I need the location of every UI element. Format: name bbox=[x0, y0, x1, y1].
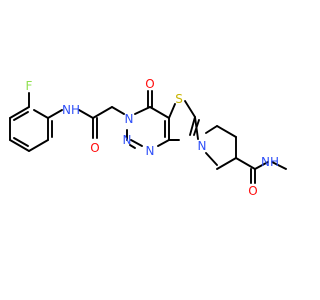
bond bbox=[9, 106, 30, 119]
bond bbox=[157, 139, 170, 147]
fluorine-atom-label: F bbox=[26, 79, 33, 93]
bond bbox=[235, 157, 256, 170]
bond bbox=[149, 106, 170, 119]
ring-n-lower-right-label: N bbox=[146, 144, 155, 158]
bond bbox=[184, 100, 196, 118]
pyrimidinone-oxygen-label: O bbox=[145, 77, 154, 91]
ring-n-lower-left-label: N bbox=[123, 133, 132, 147]
carboxamide-nh-label: NH bbox=[261, 155, 279, 169]
thiazole-sulfur-label: S bbox=[175, 92, 183, 106]
bond bbox=[216, 125, 237, 138]
bond bbox=[9, 139, 30, 152]
molecule-structure: F NH O O N N N S N O NH bbox=[9, 77, 287, 198]
bond bbox=[168, 103, 176, 119]
ring-n-substituted-label: N bbox=[125, 112, 134, 126]
bond bbox=[194, 116, 199, 140]
piperidine-nitrogen-label: N bbox=[198, 139, 207, 153]
bond bbox=[28, 139, 49, 152]
molecule-diagram: F NH O O N N N S N O NH bbox=[9, 77, 287, 198]
bond bbox=[13, 111, 29, 121]
bond bbox=[205, 152, 218, 166]
bond bbox=[47, 109, 63, 119]
bond bbox=[129, 144, 136, 149]
atom-labels: F NH O O N N N S N O NH bbox=[26, 77, 279, 198]
amide-oxygen-label: O bbox=[90, 141, 99, 155]
bond bbox=[130, 139, 143, 147]
amide-nh-label: NH bbox=[62, 103, 80, 117]
bond bbox=[271, 161, 287, 170]
bond bbox=[189, 116, 196, 136]
bond bbox=[254, 161, 269, 170]
carboxamide-oxygen-label: O bbox=[248, 184, 257, 198]
bonds bbox=[9, 90, 287, 184]
bond bbox=[92, 106, 113, 119]
bond bbox=[33, 109, 49, 119]
bond bbox=[205, 125, 218, 134]
bond bbox=[78, 109, 94, 119]
bond bbox=[216, 157, 237, 170]
bond bbox=[134, 106, 151, 115]
bond bbox=[13, 137, 29, 147]
bond bbox=[111, 106, 125, 115]
